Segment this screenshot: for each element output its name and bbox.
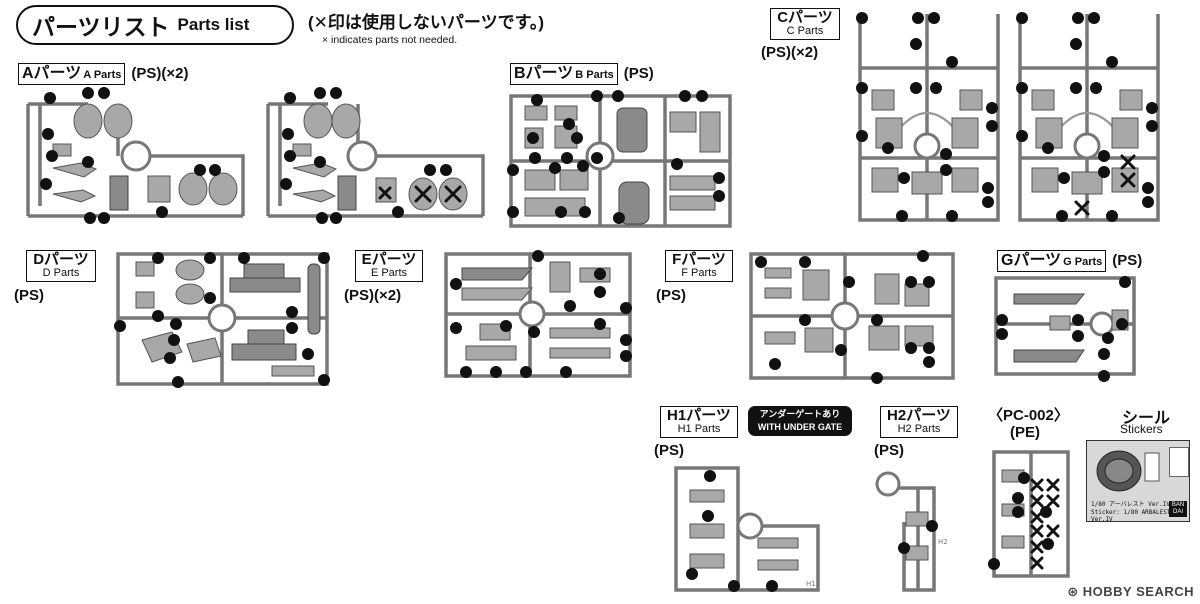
runner-a-2 xyxy=(266,87,485,224)
stickers-label-jp: シール xyxy=(1122,410,1171,427)
unused-note-en: × indicates parts not needed. xyxy=(322,34,458,46)
runner-c-1 xyxy=(856,12,1000,222)
label-e-material: (PS)(×2) xyxy=(344,287,402,304)
sticker-line-1: 1/80 アーバレスト Ver.IV xyxy=(1091,501,1170,508)
runner-b xyxy=(507,90,732,228)
runner-c-2 xyxy=(1016,12,1160,222)
runner-f xyxy=(749,250,955,384)
label-h1-material: (PS) xyxy=(654,442,684,459)
runner-a-1 xyxy=(26,87,245,224)
hobby-search-icon: ⊛ xyxy=(1067,584,1083,599)
label-f-material: (PS) xyxy=(656,287,686,304)
runner-e xyxy=(444,250,632,378)
runner-pc-002 xyxy=(988,450,1070,578)
label-pc: 〈PC-002〉 xyxy=(988,407,1069,424)
under-gate-badge: アンダーゲートあり WITH UNDER GATE xyxy=(748,406,852,436)
runner-h1: H1 xyxy=(674,466,820,592)
title-en: Parts list xyxy=(177,15,250,34)
title-jp: パーツリスト xyxy=(32,14,170,40)
runner-h2: H2 xyxy=(875,471,948,592)
sticker-emblem-icon xyxy=(1096,450,1160,492)
label-d-material: (PS) xyxy=(14,287,44,304)
parts-list-title: パーツリスト Parts list xyxy=(16,5,294,45)
unused-note-jp: (✕印は使用しないパーツです。) xyxy=(308,13,545,32)
label-h2-material: (PS) xyxy=(874,442,904,459)
runner-h1-tag: H1 xyxy=(806,580,816,588)
watermark-hobby-search: ⊛ HOBBY SEARCH xyxy=(1067,584,1194,599)
runner-h2-tag: H2 xyxy=(938,538,948,546)
bandai-logo: BAN DAI xyxy=(1169,501,1187,517)
sticker-sheet: 1/80 アーバレスト Ver.IV Sticker: 1/80 ARBALES… xyxy=(1086,440,1190,523)
sticker-line-2: Sticker: 1/80 ARBALEST Ver.IV xyxy=(1091,509,1171,523)
runner-g xyxy=(994,276,1136,382)
stickers-label-en: Stickers xyxy=(1120,422,1163,436)
label-pc-material: (PE) xyxy=(1010,424,1040,441)
runner-d xyxy=(114,252,330,388)
label-c-material: (PS)(×2) xyxy=(761,44,819,61)
